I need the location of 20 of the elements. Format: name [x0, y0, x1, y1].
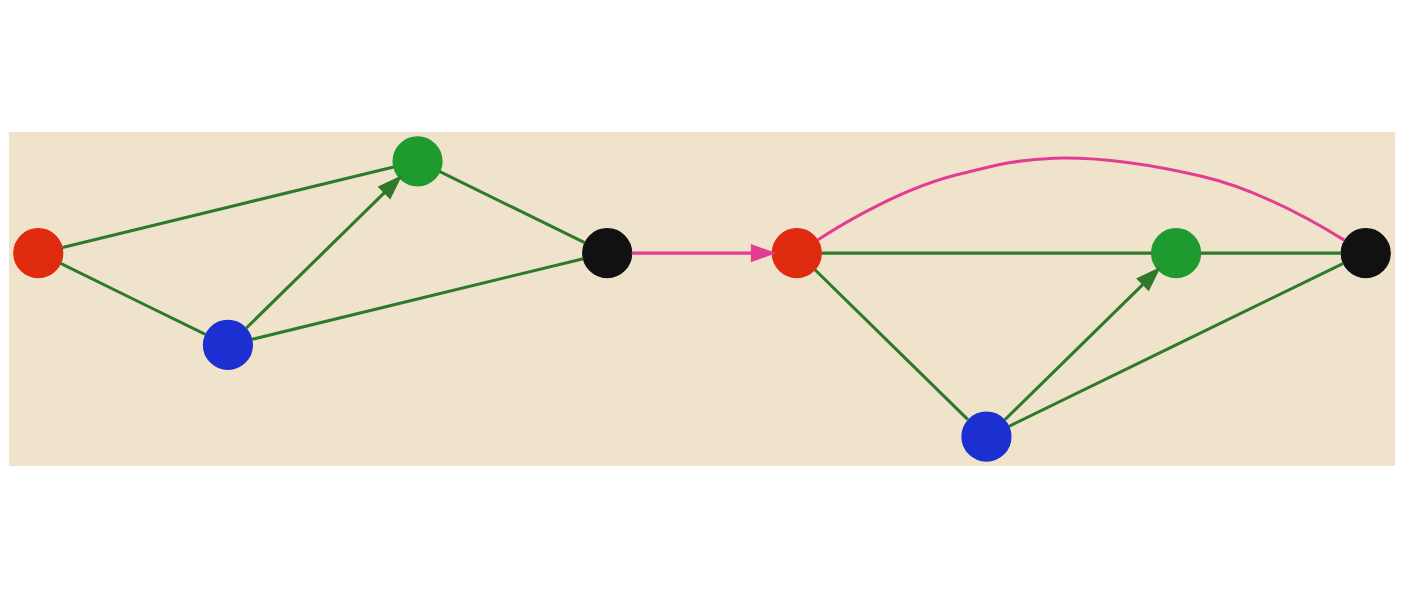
connector [251, 256, 584, 341]
connector [439, 169, 586, 244]
node-circle [961, 411, 1012, 462]
connector [59, 261, 207, 336]
arrow [245, 174, 403, 329]
node-circle [771, 227, 822, 278]
node-circle [13, 227, 64, 278]
node-circle [392, 135, 443, 186]
node-circle [202, 319, 253, 370]
connector [821, 251, 1152, 255]
connector [1200, 251, 1341, 255]
node-circle [1151, 227, 1202, 278]
connector [62, 164, 394, 249]
connector [813, 268, 969, 421]
arrow [1003, 266, 1161, 421]
connector [816, 156, 1346, 241]
node-circle [1340, 227, 1391, 278]
node-circle [582, 227, 633, 278]
connector [1008, 261, 1345, 428]
arrow [631, 243, 777, 262]
